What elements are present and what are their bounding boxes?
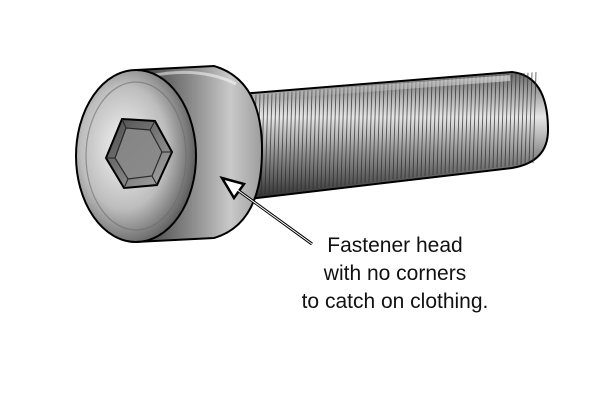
thread-line bbox=[272, 93, 277, 194]
thread-line bbox=[360, 85, 365, 184]
thread-line bbox=[508, 73, 513, 167]
thread-line bbox=[300, 90, 305, 191]
thread-line bbox=[512, 73, 517, 166]
thread-line bbox=[412, 81, 417, 178]
thread-line bbox=[268, 93, 273, 195]
thread-line bbox=[400, 82, 405, 179]
callout-arrow bbox=[219, 175, 313, 246]
thread-line bbox=[280, 92, 285, 193]
thread-line bbox=[388, 83, 393, 181]
thread-line bbox=[356, 86, 361, 184]
thread-line bbox=[324, 88, 329, 188]
thread-line bbox=[528, 72, 533, 164]
thread-line bbox=[336, 87, 341, 187]
thread-line bbox=[532, 72, 537, 164]
thread-line bbox=[408, 82, 413, 178]
thread-line bbox=[308, 90, 313, 190]
thread-line bbox=[296, 91, 301, 191]
thread-line bbox=[444, 79, 449, 174]
thread-line bbox=[352, 86, 357, 185]
thread-line bbox=[420, 81, 425, 177]
thread-line bbox=[448, 78, 453, 174]
thread-line bbox=[404, 82, 409, 179]
thread-line bbox=[424, 80, 429, 176]
callout-line-3: to catch on clothing. bbox=[301, 290, 489, 313]
thread-line bbox=[476, 76, 481, 170]
thread-line bbox=[368, 85, 373, 183]
thread-line bbox=[440, 79, 445, 175]
thread-line bbox=[376, 84, 381, 182]
thread-line bbox=[284, 92, 289, 193]
thread-line bbox=[288, 91, 293, 192]
thread-line bbox=[380, 84, 385, 182]
thread-line bbox=[472, 76, 477, 171]
thread-line bbox=[524, 72, 529, 165]
thread-line bbox=[492, 75, 497, 168]
thread-line bbox=[464, 77, 469, 172]
thread-line bbox=[488, 75, 493, 169]
cap-head bbox=[75, 64, 264, 244]
thread-line bbox=[428, 80, 433, 176]
thread-line bbox=[432, 80, 437, 175]
thread-line bbox=[396, 83, 401, 180]
thread-line bbox=[416, 81, 421, 177]
thread-line bbox=[460, 77, 465, 172]
thread-line bbox=[328, 88, 333, 188]
callout-line-1: Fastener head bbox=[327, 234, 463, 257]
thread-line bbox=[452, 78, 457, 173]
thread-line bbox=[392, 83, 397, 180]
thread-line bbox=[304, 90, 309, 191]
thread-line bbox=[292, 91, 297, 192]
thread-line bbox=[500, 74, 505, 167]
threaded-shaft bbox=[239, 70, 550, 202]
thread-line bbox=[520, 73, 525, 165]
callout-line-2: with no corners bbox=[323, 262, 467, 285]
thread-line bbox=[496, 74, 501, 168]
thread-line bbox=[516, 73, 521, 166]
thread-line bbox=[348, 86, 353, 185]
thread-line bbox=[344, 87, 349, 186]
thread-line bbox=[264, 93, 269, 195]
thread-line bbox=[372, 84, 377, 183]
thread-line bbox=[316, 89, 321, 189]
thread-line bbox=[340, 87, 345, 186]
thread-line bbox=[504, 74, 509, 167]
thread-line bbox=[384, 84, 389, 181]
thread-line bbox=[468, 77, 473, 171]
hexagon-socket-icon bbox=[104, 117, 174, 190]
thread-line bbox=[456, 78, 461, 173]
thread-line bbox=[276, 92, 281, 194]
callout-label: Fastener head with no corners to catch o… bbox=[270, 232, 520, 316]
thread-line bbox=[364, 85, 369, 183]
thread-line bbox=[312, 89, 317, 190]
thread-line bbox=[480, 76, 485, 170]
thread-line bbox=[484, 75, 489, 169]
thread-line bbox=[436, 79, 441, 175]
thread-line bbox=[320, 89, 325, 189]
thread-line bbox=[332, 88, 337, 187]
